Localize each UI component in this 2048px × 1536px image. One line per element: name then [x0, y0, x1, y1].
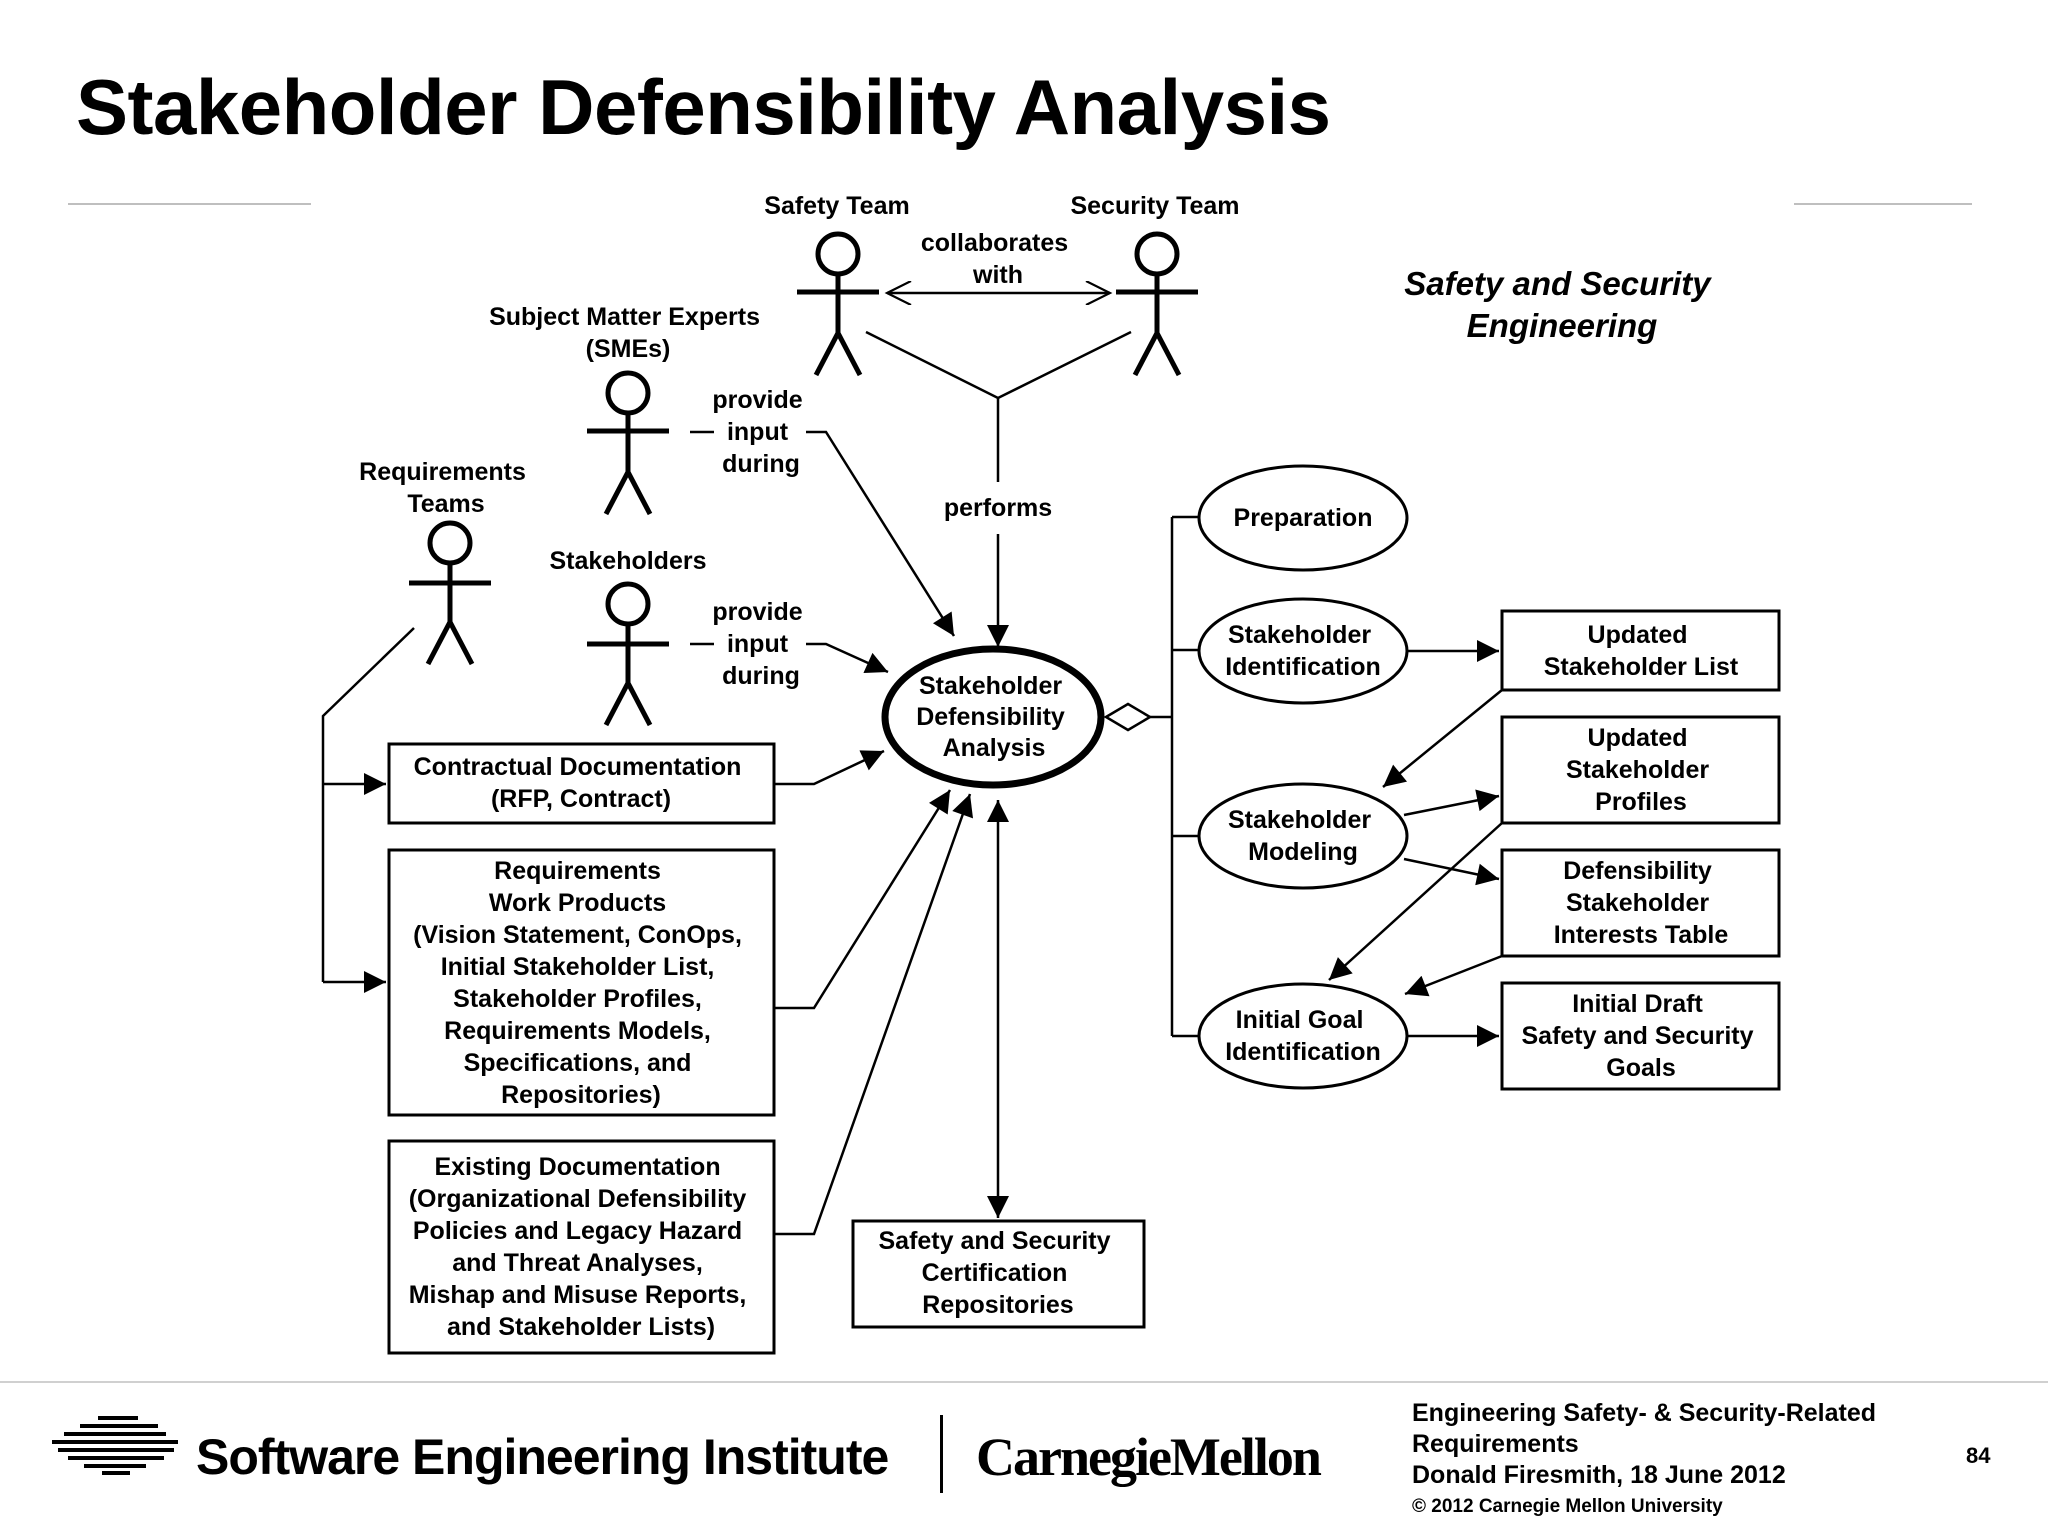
cmu-wordmark: CarnegieMellon	[976, 1427, 1322, 1487]
side-title: Safety and Security Engineering	[1404, 265, 1719, 344]
output-updated-stakeholder-list: Updated Stakeholder List	[1500, 609, 1781, 692]
smes-provide-input-label: provide input during	[712, 386, 809, 478]
smes-input-arrow	[690, 430, 956, 637]
title-rule-left	[68, 203, 311, 205]
requirements-teams-label: Requirements Teams	[359, 458, 533, 518]
svg-text:Existing Documentation (: Existing Documentation (Organizational D…	[409, 1153, 754, 1341]
stakeholders-provide-input-label: provide input during	[712, 598, 809, 690]
svg-text:Preparation: Preparation	[1234, 504, 1373, 532]
smes-label: Subject Matter Experts (SMEs)	[489, 303, 767, 363]
stakeholders-label: Stakeholders	[549, 547, 706, 575]
actor-stakeholders	[587, 581, 669, 727]
author-date: Donald Firesmith, 18 June 2012	[1412, 1461, 1786, 1489]
requirements-work-products-box: Requirements Work Products (Vision State…	[387, 848, 776, 1117]
svg-text:Stakeholder Identificati: Stakeholder Identification	[1225, 621, 1381, 681]
task-initial-goal-identification: Initial Goal Identification	[1197, 982, 1409, 1090]
output-updated-stakeholder-profiles: Updated Stakeholder Profiles	[1500, 715, 1781, 825]
sei-wordmark: Software Engineering Institute	[196, 1429, 889, 1485]
task-stakeholder-identification: Stakeholder Identification	[1197, 597, 1409, 705]
svg-text:Updated Stakeholder List: Updated Stakeholder List	[1544, 621, 1739, 681]
input-arrows	[774, 749, 1009, 1236]
svg-text:Requirements Work Produc: Requirements Work Products (Vision State…	[413, 857, 749, 1109]
performs-connector	[865, 330, 1132, 647]
central-process-node: Stakeholder Defensibility Analysis	[881, 645, 1105, 789]
output-defensibility-interests-table: Defensibility Stakeholder Interests Tabl…	[1500, 848, 1781, 958]
certification-repositories-box: Safety and Security Certification Reposi…	[851, 1219, 1146, 1329]
svg-text:Updated Stakeholder: Updated Stakeholder Profiles	[1566, 724, 1716, 816]
collaborates-with-label: collaborates with	[921, 229, 1075, 289]
contractual-documentation-box: Contractual Documentation (RFP, Contract…	[387, 742, 776, 825]
requirements-teams-connector	[321, 627, 415, 993]
course-title-line2: Requirements	[1412, 1430, 1579, 1458]
task-stakeholder-modeling: Stakeholder Modeling	[1197, 782, 1409, 890]
actor-smes	[587, 370, 669, 516]
course-title-line1: Engineering Safety- & Security-Related	[1412, 1399, 1877, 1427]
logo-separator	[940, 1415, 943, 1493]
actor-security-team	[1116, 231, 1198, 377]
svg-text:Safety and Security Cert: Safety and Security Certification Reposi…	[879, 1227, 1118, 1319]
svg-text:Initial Draft Safety and: Initial Draft Safety and Security Goals	[1522, 990, 1761, 1082]
central-process-label: Stakeholder Defensibility Analysis	[916, 672, 1072, 762]
footer-divider	[0, 1381, 2048, 1383]
output-initial-draft-goals: Initial Draft Safety and Security Goals	[1500, 981, 1781, 1091]
svg-text:Contractual Documentation: Contractual Documentation (RFP, Contract…	[414, 753, 749, 813]
actor-requirements-teams	[409, 520, 491, 666]
svg-text:Initial Goal Identificat: Initial Goal Identification	[1225, 1006, 1381, 1066]
task-output-arrows	[1328, 640, 1503, 1047]
footer-info: Engineering Safety- & Security-Related R…	[1412, 1398, 1876, 1491]
process-diagram: Safety and Security Engineering Safety T…	[321, 192, 1781, 1355]
task-aggregation	[1103, 515, 1200, 1038]
page-title: Stakeholder Defensibility Analysis	[76, 63, 1331, 151]
svg-text:Stakeholder Modeling: Stakeholder Modeling	[1228, 806, 1378, 866]
performs-label: performs	[944, 494, 1052, 522]
security-team-label: Security Team	[1070, 192, 1239, 220]
svg-text:Defensibility Stakeholde: Defensibility Stakeholder Interests Tabl…	[1554, 857, 1729, 949]
sei-logo-icon	[52, 1416, 178, 1475]
safety-team-label: Safety Team	[764, 192, 909, 220]
actor-safety-team	[797, 231, 879, 377]
page-number: 84	[1966, 1443, 1991, 1468]
existing-documentation-box: Existing Documentation (Organizational D…	[387, 1139, 776, 1355]
title-rule-right	[1794, 203, 1972, 205]
stakeholders-input-arrow	[690, 642, 889, 674]
copyright: © 2012 Carnegie Mellon University	[1412, 1496, 1723, 1517]
task-preparation: Preparation	[1197, 464, 1409, 572]
